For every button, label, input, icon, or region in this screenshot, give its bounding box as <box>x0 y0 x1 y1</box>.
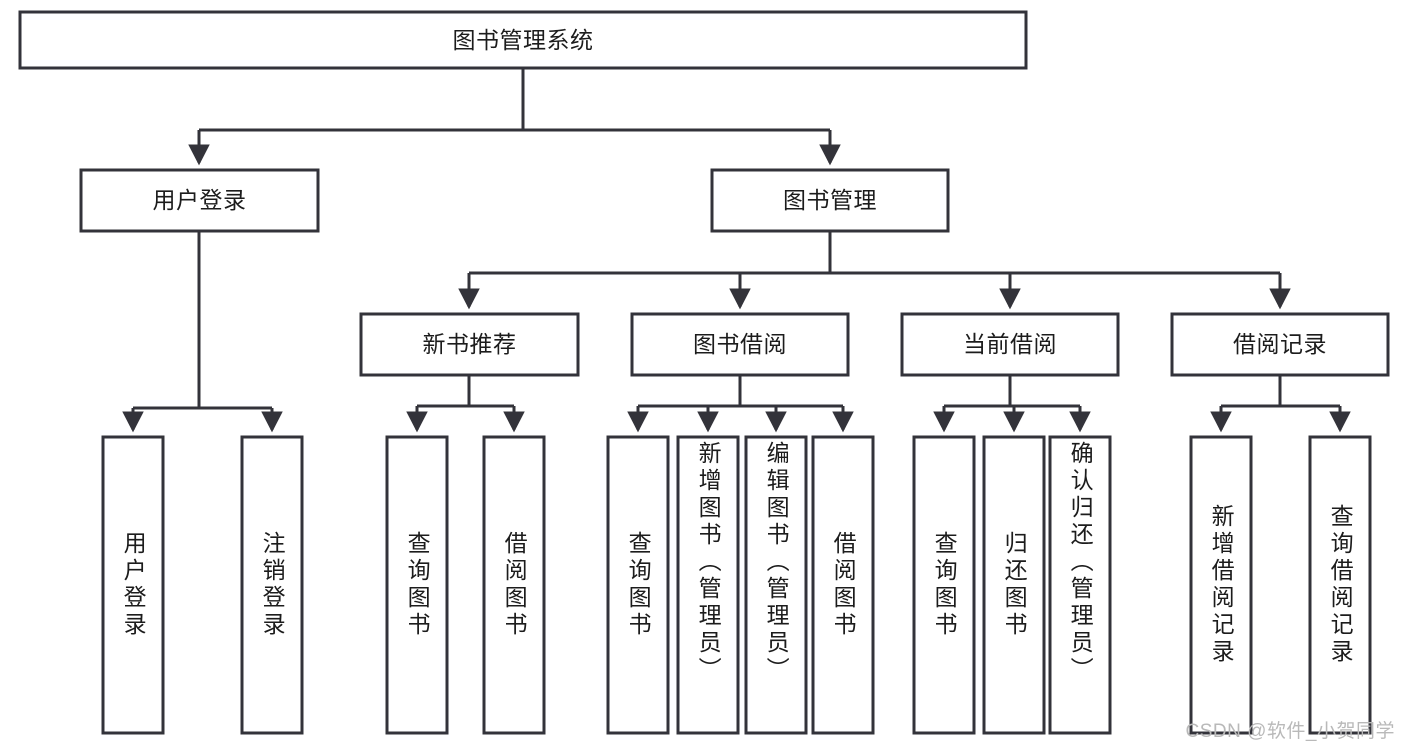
node-box-book-manage[interactable] <box>710 168 950 233</box>
node-box-leaf-return-book[interactable] <box>982 435 1046 735</box>
node-box-leaf-query-book-2[interactable] <box>606 435 670 735</box>
node-box-leaf-query-record[interactable] <box>1308 435 1372 735</box>
node-box-leaf-query-book-1[interactable] <box>385 435 449 735</box>
node-box-leaf-borrow-book-1[interactable] <box>482 435 546 735</box>
watermark-text: CSDN @软件_小贺同学 <box>1185 721 1395 742</box>
node-box-leaf-user-login[interactable] <box>101 435 165 735</box>
node-box-user-login[interactable] <box>79 168 320 233</box>
node-box-leaf-add-book[interactable] <box>676 435 740 735</box>
node-box-root[interactable] <box>18 10 1028 70</box>
node-box-leaf-confirm-return[interactable] <box>1048 435 1112 735</box>
node-box-new-book-recommend[interactable] <box>359 312 580 377</box>
node-box-current-borrow[interactable] <box>900 312 1120 377</box>
node-box-book-borrow[interactable] <box>630 312 850 377</box>
node-box-leaf-edit-book[interactable] <box>744 435 808 735</box>
node-box-leaf-borrow-book-2[interactable] <box>811 435 875 735</box>
node-box-leaf-query-book-3[interactable] <box>912 435 976 735</box>
node-box-borrow-record[interactable] <box>1170 312 1390 377</box>
node-box-leaf-add-record[interactable] <box>1189 435 1253 735</box>
node-box-leaf-user-logout[interactable] <box>240 435 304 735</box>
